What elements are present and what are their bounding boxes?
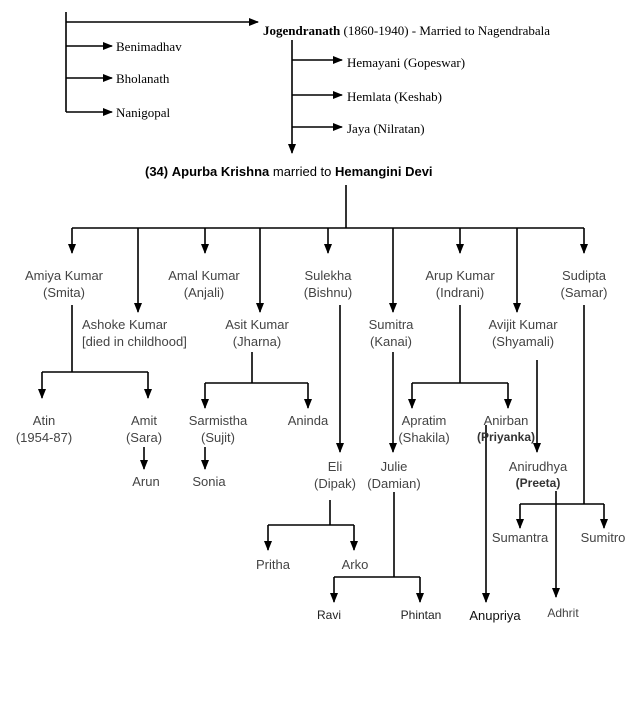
person-number: (34): [145, 164, 169, 179]
person-name: Jogendranath: [263, 23, 341, 38]
person-name: Sumitra: [368, 317, 414, 332]
person-apurba-krishna: (34) Apurba Krishna married to Hemangini…: [145, 163, 433, 180]
person-anupriya: Anupriya: [469, 608, 521, 623]
person-apratim: Apratim (Shakila): [398, 412, 449, 446]
person-jaya: Jaya (Nilratan): [347, 121, 425, 136]
person-sudipta: Sudipta (Samar): [561, 267, 608, 301]
person-sumitro: Sumitro: [580, 530, 626, 545]
person-ashoke-kumar: Ashoke Kumar [died in childhood]: [82, 316, 187, 350]
spouse-name: (Dipak): [314, 476, 356, 491]
person-name: Sulekha: [304, 268, 352, 283]
spouse-name: (Smita): [43, 285, 85, 300]
person-bholanath: Bholanath: [116, 71, 170, 86]
person-name: Asit Kumar: [225, 317, 289, 332]
person-sumitra: Sumitra (Kanai): [369, 316, 414, 350]
person-note: [died in childhood]: [82, 334, 187, 349]
spouse-name: (Shyamali): [491, 334, 555, 349]
spouse-name: (Jharna): [232, 334, 282, 349]
person-name: Atin: [32, 413, 56, 428]
person-arup-kumar: Arup Kumar (Indrani): [425, 267, 494, 301]
person-details: (1860-1940) - Married to Nagendrabala: [340, 23, 551, 38]
spouse-name: Hemangini Devi: [335, 164, 433, 179]
person-anirudhya: Anirudhya (Preeta): [509, 458, 568, 492]
person-eli: Eli (Dipak): [314, 458, 356, 492]
person-name: Ashoke Kumar: [82, 317, 168, 332]
person-benimadhav: Benimadhav: [116, 39, 182, 54]
person-dates: (1954-87): [15, 430, 73, 445]
person-jogendranath: Jogendranath (1860-1940) - Married to Na…: [263, 22, 550, 39]
person-name: Arup Kumar: [425, 268, 495, 283]
spouse-name: (Damian): [367, 476, 421, 491]
person-aninda: Aninda: [287, 413, 329, 428]
person-nanigopal: Nanigopal: [116, 105, 171, 120]
person-sulekha: Sulekha (Bishnu): [304, 267, 352, 301]
spouse-name: (Sara): [125, 430, 163, 445]
person-name: Apurba Krishna: [171, 164, 270, 179]
spouse-name: (Sujit): [201, 430, 235, 445]
person-anirban: Anirban (Priyanka): [477, 412, 535, 446]
person-ravi: Ravi: [316, 608, 342, 622]
person-name: Amiya Kumar: [24, 268, 104, 283]
spouse-name: (Anjali): [183, 285, 225, 300]
married-to-label: married to: [269, 164, 336, 179]
spouse-name: (Shakila): [398, 430, 450, 445]
person-avijit-kumar: Avijit Kumar (Shyamali): [488, 316, 557, 350]
person-pritha: Pritha: [256, 557, 290, 572]
person-name: Amit: [131, 413, 157, 428]
person-name: Sarmistha: [188, 413, 248, 428]
spouse-name: (Preeta): [515, 476, 561, 490]
person-atin: Atin (1954-87): [16, 412, 72, 446]
person-julie: Julie (Damian): [367, 458, 420, 492]
person-name: Avijit Kumar: [488, 317, 558, 332]
person-phintan: Phintan: [400, 608, 442, 622]
person-sonia: Sonia: [192, 474, 226, 489]
person-asit-kumar: Asit Kumar (Jharna): [225, 316, 289, 350]
spouse-name: (Bishnu): [303, 285, 353, 300]
person-amit: Amit (Sara): [126, 412, 162, 446]
person-arko: Arko: [341, 557, 369, 572]
person-adhrit: Adhrit: [547, 606, 579, 620]
person-name: Julie: [380, 459, 408, 474]
person-arun: Arun: [132, 474, 160, 489]
person-sarmistha: Sarmistha (Sujit): [189, 412, 248, 446]
spouse-name: (Indrani): [435, 285, 485, 300]
person-name: Sudipta: [561, 268, 607, 283]
person-name: Apratim: [401, 413, 447, 428]
person-amal-kumar: Amal Kumar (Anjali): [168, 267, 240, 301]
person-amiya-kumar: Amiya Kumar (Smita): [25, 267, 103, 301]
spouse-name: (Samar): [560, 285, 608, 300]
person-hemlata: Hemlata (Keshab): [347, 89, 442, 104]
person-sumantra: Sumantra: [491, 530, 549, 545]
person-hemayani: Hemayani (Gopeswar): [347, 55, 466, 70]
person-name: Amal Kumar: [168, 268, 240, 283]
spouse-name: (Kanai): [370, 334, 412, 349]
person-name: Anirudhya: [508, 459, 568, 474]
person-name: Eli: [327, 459, 343, 474]
spouse-name: (Priyanka): [476, 430, 536, 444]
person-name: Anirban: [483, 413, 529, 428]
